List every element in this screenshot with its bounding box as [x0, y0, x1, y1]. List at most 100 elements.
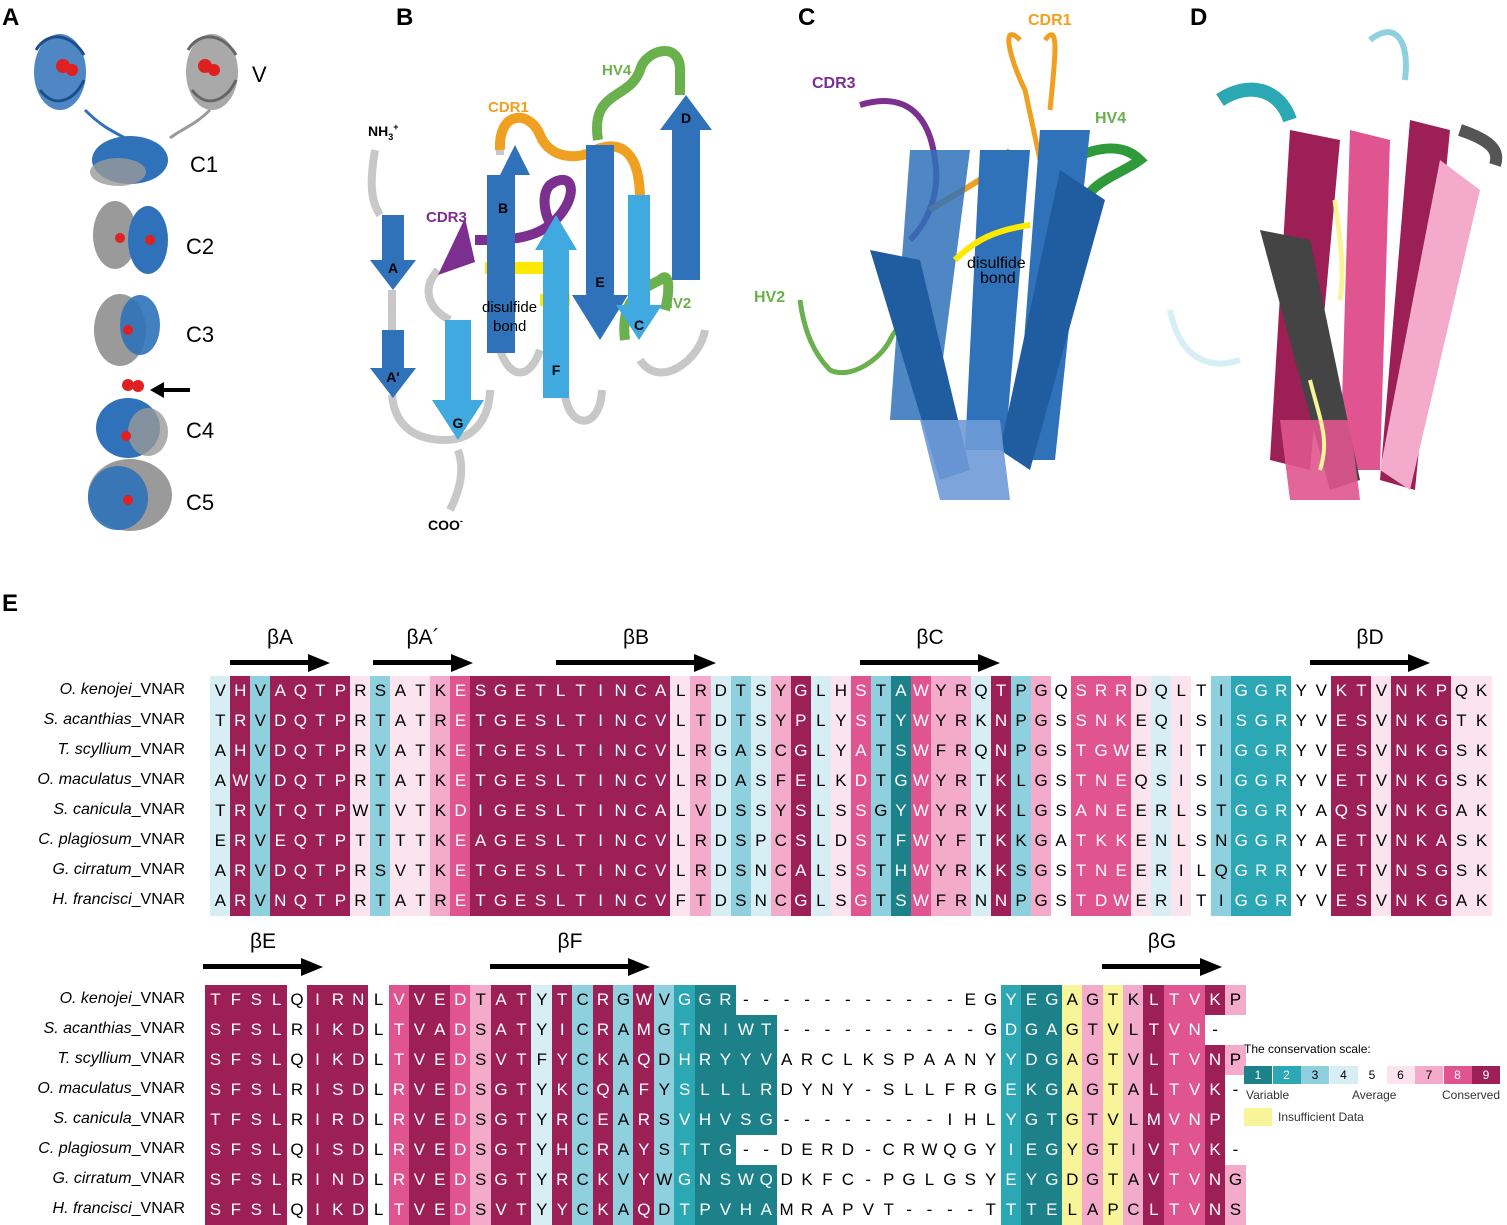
residue: R: [230, 706, 251, 736]
residue: E: [450, 886, 471, 916]
residue: G: [613, 985, 634, 1015]
residue: S: [850, 856, 872, 886]
residue: L: [904, 1080, 914, 1099]
residue: P: [330, 766, 351, 796]
residue: K: [970, 856, 992, 886]
residue: V: [970, 796, 992, 826]
residue: E: [1130, 886, 1152, 916]
residue: H: [964, 1110, 977, 1129]
residue: Y: [984, 1050, 997, 1069]
residue: Y: [930, 826, 952, 856]
residue: V: [715, 1195, 736, 1225]
residue: Y: [1291, 736, 1312, 766]
residue: P: [1010, 886, 1032, 916]
residue: S: [730, 796, 752, 826]
residue: G: [1030, 886, 1052, 916]
residue: I: [1211, 706, 1232, 736]
residue: V: [250, 676, 271, 706]
residue: C: [630, 736, 651, 766]
residue: G: [1090, 736, 1112, 766]
residue: L: [266, 1165, 288, 1195]
residue: R: [230, 856, 251, 886]
residue: Q: [290, 736, 311, 766]
residue: I: [1211, 736, 1232, 766]
residue: E: [450, 766, 471, 796]
residue: Y: [1000, 985, 1022, 1015]
residue: R: [286, 1165, 308, 1195]
residue: E: [1041, 1195, 1063, 1225]
residue: I: [1170, 886, 1192, 916]
residue: S: [205, 1165, 226, 1195]
residue: S: [530, 796, 551, 826]
residue: -: [885, 1110, 892, 1129]
residue: P: [330, 706, 351, 736]
legend-scale-box: 6: [1386, 1066, 1415, 1084]
residue: E: [1331, 826, 1352, 856]
residue: R: [1150, 856, 1172, 886]
residue: R: [350, 766, 371, 796]
residue: G: [653, 1015, 675, 1045]
residue: S: [850, 796, 872, 826]
residue: Y: [930, 706, 952, 736]
residue: D: [449, 1165, 471, 1195]
residue: R: [350, 886, 371, 916]
residue: L: [1170, 826, 1192, 856]
residue: S: [730, 826, 752, 856]
residue: S: [470, 1045, 492, 1075]
residue: G: [870, 796, 892, 826]
residue: I: [1170, 706, 1192, 736]
residue: S: [245, 1195, 267, 1225]
residue: R: [388, 1075, 410, 1105]
residue: S: [1231, 706, 1252, 736]
disulfide-label-line1: disulfide: [482, 299, 537, 316]
residue: I: [1211, 766, 1232, 796]
legend-insufficient: Insufficient Data: [1278, 1110, 1364, 1124]
residue: C: [770, 826, 792, 856]
residue: N: [821, 1080, 834, 1099]
residue: L: [1170, 676, 1192, 706]
residue: R: [1251, 856, 1272, 886]
residue: T: [883, 1200, 894, 1219]
residue: T: [1102, 1045, 1124, 1075]
legend-scale-box: 9: [1472, 1066, 1500, 1084]
residue: N: [694, 1015, 716, 1045]
residue: T: [310, 706, 331, 736]
residue: C: [572, 1105, 594, 1135]
residue: E: [270, 826, 291, 856]
residue: N: [1150, 826, 1172, 856]
residue: N: [1204, 1165, 1226, 1195]
residue: T: [205, 1105, 226, 1135]
residue: I: [551, 1015, 573, 1045]
residue: V: [1102, 1105, 1124, 1135]
residue: T: [990, 676, 1012, 706]
residue: A: [1061, 1045, 1083, 1075]
residue: A: [755, 1195, 777, 1225]
residue: A: [650, 796, 671, 826]
residue: Y: [531, 1105, 553, 1135]
residue: A: [490, 1015, 512, 1045]
residue: N: [610, 826, 631, 856]
residue: L: [735, 1075, 757, 1105]
residue: M: [633, 1015, 655, 1045]
residue: K: [1471, 856, 1492, 886]
residue: S: [1351, 736, 1372, 766]
residue: V: [1371, 706, 1392, 736]
residue: T: [310, 796, 331, 826]
residue: S: [530, 766, 551, 796]
residue: G: [1231, 676, 1252, 706]
residue: V: [1184, 1195, 1206, 1225]
residue: V: [862, 1200, 874, 1219]
residue: P: [330, 796, 351, 826]
v-domain-right: [186, 34, 238, 110]
residue: E: [429, 1045, 451, 1075]
residue: T: [1000, 1195, 1022, 1225]
residue: V: [613, 1165, 634, 1195]
residue: T: [1102, 1135, 1124, 1165]
residue: E: [429, 985, 451, 1015]
residue: -: [783, 990, 790, 1009]
residue: R: [950, 706, 972, 736]
residue: Q: [1451, 676, 1472, 706]
strand-g: [432, 320, 484, 440]
residue: P: [1225, 985, 1246, 1015]
residue: S: [530, 826, 551, 856]
